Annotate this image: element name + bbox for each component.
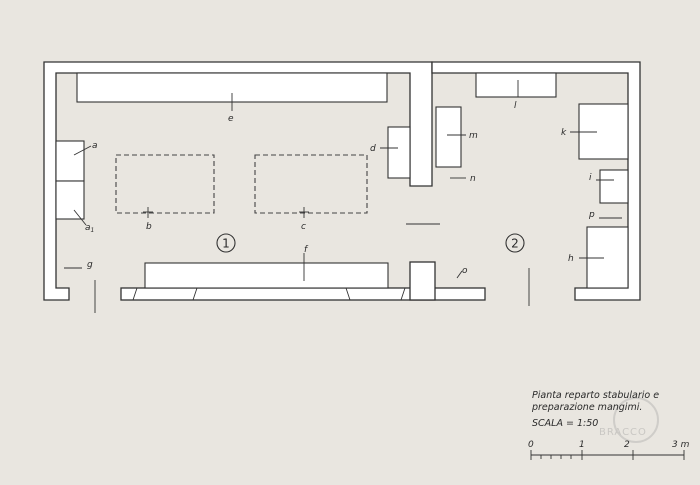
scale-bar: 0 1 2 3 m [528, 440, 690, 460]
caption-title-line1: Pianta reparto stabulario e [532, 390, 659, 401]
center-pillar [409, 261, 436, 301]
cabinet-h [586, 226, 629, 289]
leader-lines [64, 80, 614, 281]
shelf-l [475, 72, 557, 98]
label-o: o [462, 266, 468, 276]
room-2-circle [505, 233, 525, 253]
watermark-emblem [613, 397, 659, 443]
room-1-number: 1 [222, 237, 230, 251]
bench-f-base [132, 287, 406, 301]
cabinet-m [435, 106, 462, 168]
caption-title-line2: preparazione mangimi. [531, 402, 642, 413]
label-d: d [370, 144, 376, 154]
label-f: f [304, 245, 309, 255]
watermark-text: BRACCO [599, 427, 647, 438]
cabinet-i [599, 169, 629, 204]
cabinet-a [55, 140, 85, 182]
label-i: i [589, 173, 592, 183]
label-a: a [92, 141, 98, 151]
label-m: m [469, 131, 478, 141]
scale-tick-1: 1 [579, 440, 585, 450]
fixtures [55, 72, 629, 313]
label-n: n [470, 174, 476, 184]
label-l: l [514, 101, 517, 111]
fixture-labels: e l m d n k i p h a a1 g b c f o [85, 101, 595, 276]
label-p: p [588, 210, 595, 220]
table-c [254, 154, 368, 214]
room-2-number: 2 [511, 237, 519, 251]
label-c: c [301, 222, 306, 232]
label-g: g [87, 260, 93, 270]
room-1-circle [216, 233, 236, 253]
scale-tick-3: 3 m [672, 440, 690, 450]
caption: Pianta reparto stabulario e preparazione… [531, 390, 659, 429]
label-e: e [228, 114, 234, 124]
scale-tick-2: 2 [624, 440, 630, 450]
cabinet-d [387, 126, 411, 179]
label-b: b [146, 222, 152, 232]
bracco-watermark: BRACCO [599, 397, 659, 443]
scale-tick-0: 0 [528, 440, 534, 450]
bench-f [144, 262, 389, 289]
label-h: h [568, 254, 574, 264]
cabinet-a1 [55, 180, 85, 220]
label-k: k [561, 128, 567, 138]
cabinet-k [578, 103, 629, 160]
room-1-wall [43, 61, 433, 301]
label-a1: a1 [85, 223, 94, 234]
caption-scale: SCALA = 1:50 [532, 418, 598, 429]
room-markers: 1 2 [216, 233, 525, 253]
table-b [115, 154, 215, 214]
